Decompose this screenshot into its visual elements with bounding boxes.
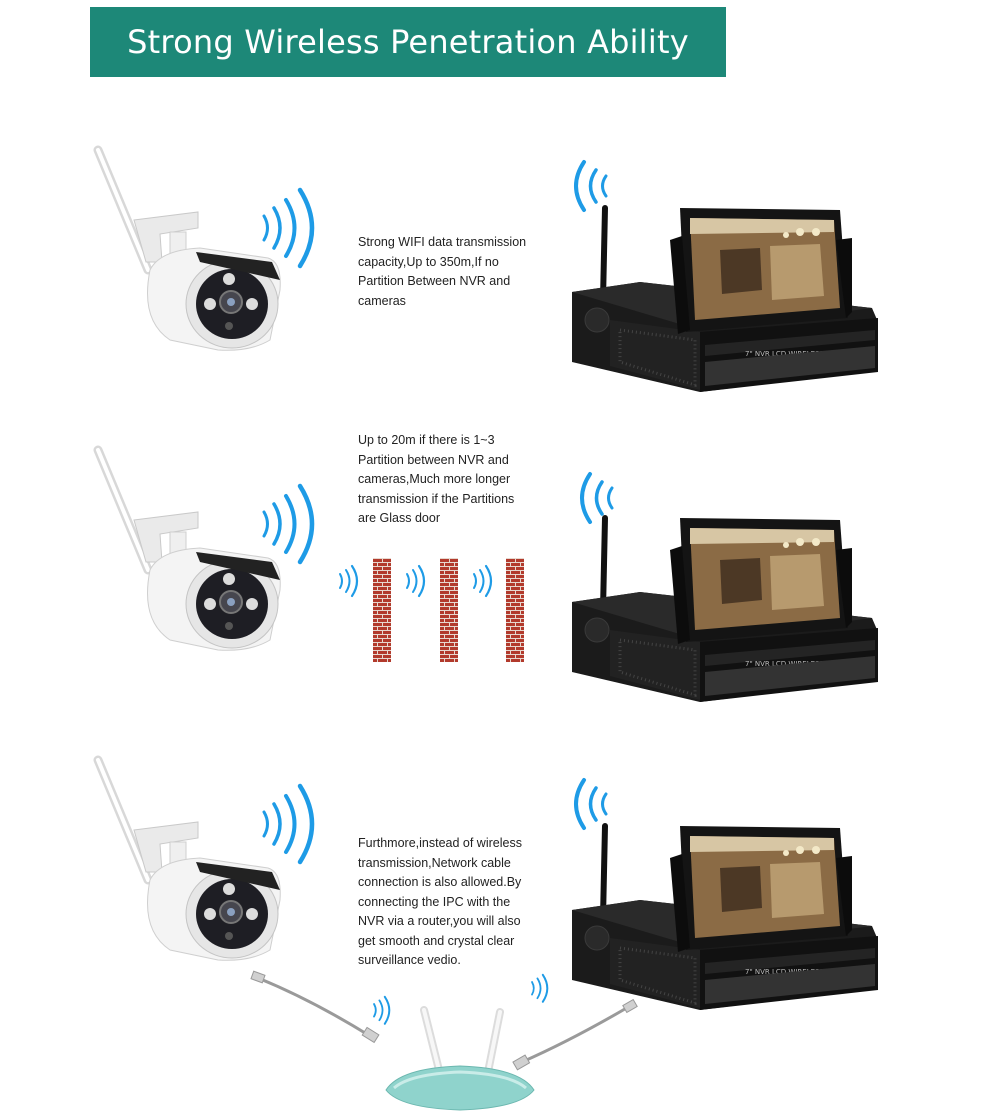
router-icon — [385, 1006, 535, 1111]
wifi-signal-icon — [405, 564, 426, 598]
brick-wall-icon — [506, 558, 524, 662]
brick-wall-icon — [373, 558, 391, 662]
scene-description: Furthmore,instead of wireless transmissi… — [358, 836, 522, 967]
wifi-signal-icon — [472, 564, 493, 598]
network-cable-icon — [512, 998, 638, 1071]
scene-router-connection: Furthmore,instead of wireless transmissi… — [0, 610, 1000, 1116]
network-cable-icon — [250, 970, 380, 1044]
page-title-banner: Strong Wireless Penetration Ability — [90, 7, 726, 77]
nvr-monitor-icon — [0, 618, 1000, 1038]
scene-description: Up to 20m if there is 1~3 Partition betw… — [358, 433, 515, 525]
scene-description: Strong WIFI data transmission capacity,U… — [358, 235, 527, 308]
wifi-signal-icon — [338, 564, 359, 598]
scene-no-partition: Strong WIFI data transmission capacity,U… — [0, 0, 1000, 400]
scene-brick-partition: Up to 20m if there is 1~3 Partition betw… — [0, 300, 1000, 720]
wifi-signal-icon — [531, 973, 549, 1003]
brick-wall-icon — [440, 558, 458, 662]
page-title: Strong Wireless Penetration Ability — [127, 23, 689, 61]
